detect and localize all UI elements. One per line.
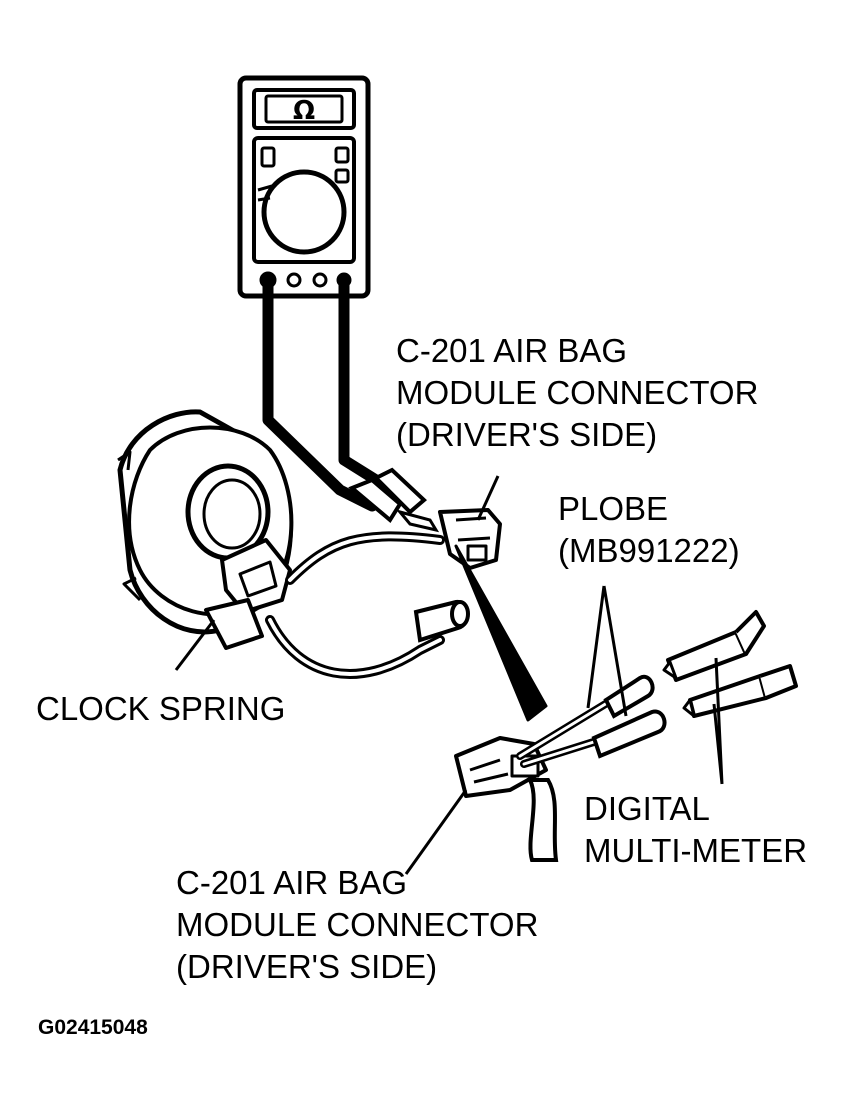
leader-clock-spring <box>174 619 216 671</box>
label-line: (MB991222) <box>558 532 740 570</box>
leader-connector-top <box>476 475 500 521</box>
lead-probe-tips <box>348 467 440 533</box>
label-line: (DRIVER'S SIDE) <box>176 948 438 986</box>
ohm-symbol: Ω <box>293 96 315 126</box>
connector-top <box>438 508 502 570</box>
probe-wires <box>516 696 616 768</box>
label-line: C-201 AIR BAG <box>176 864 408 901</box>
leader-probe <box>586 585 628 717</box>
figure-code: G02415048 <box>38 1016 148 1039</box>
clock-spring <box>117 409 294 650</box>
label-probe: PLOBE (MB991222) <box>558 488 740 572</box>
leader-connector-bottom <box>404 789 468 875</box>
label-line: DIGITAL <box>584 790 710 827</box>
meter-leads <box>262 278 398 512</box>
label-line: MULTI-METER <box>584 832 808 870</box>
label-line: (DRIVER'S SIDE) <box>396 416 658 454</box>
bottom-harness <box>526 778 559 862</box>
label-connector-bottom: C-201 AIR BAG MODULE CONNECTOR (DRIVER'S… <box>176 862 538 989</box>
label-connector-top: C-201 AIR BAG MODULE CONNECTOR (DRIVER'S… <box>396 330 758 457</box>
label-line: C-201 AIR BAG <box>396 332 628 369</box>
harness-plug <box>413 600 470 643</box>
label-line: CLOCK SPRING <box>36 690 286 727</box>
clock-spring-harness <box>265 531 445 679</box>
label-clock-spring: CLOCK SPRING <box>36 688 285 730</box>
label-line: MODULE CONNECTOR <box>176 906 539 944</box>
long-probe <box>454 544 548 722</box>
leader-multimeter <box>712 657 724 785</box>
multimeter-probes <box>662 610 798 718</box>
label-line: PLOBE <box>558 490 669 527</box>
probe-handles <box>591 674 667 759</box>
label-line: MODULE CONNECTOR <box>396 374 759 412</box>
label-multimeter: DIGITAL MULTI-METER <box>584 788 807 872</box>
